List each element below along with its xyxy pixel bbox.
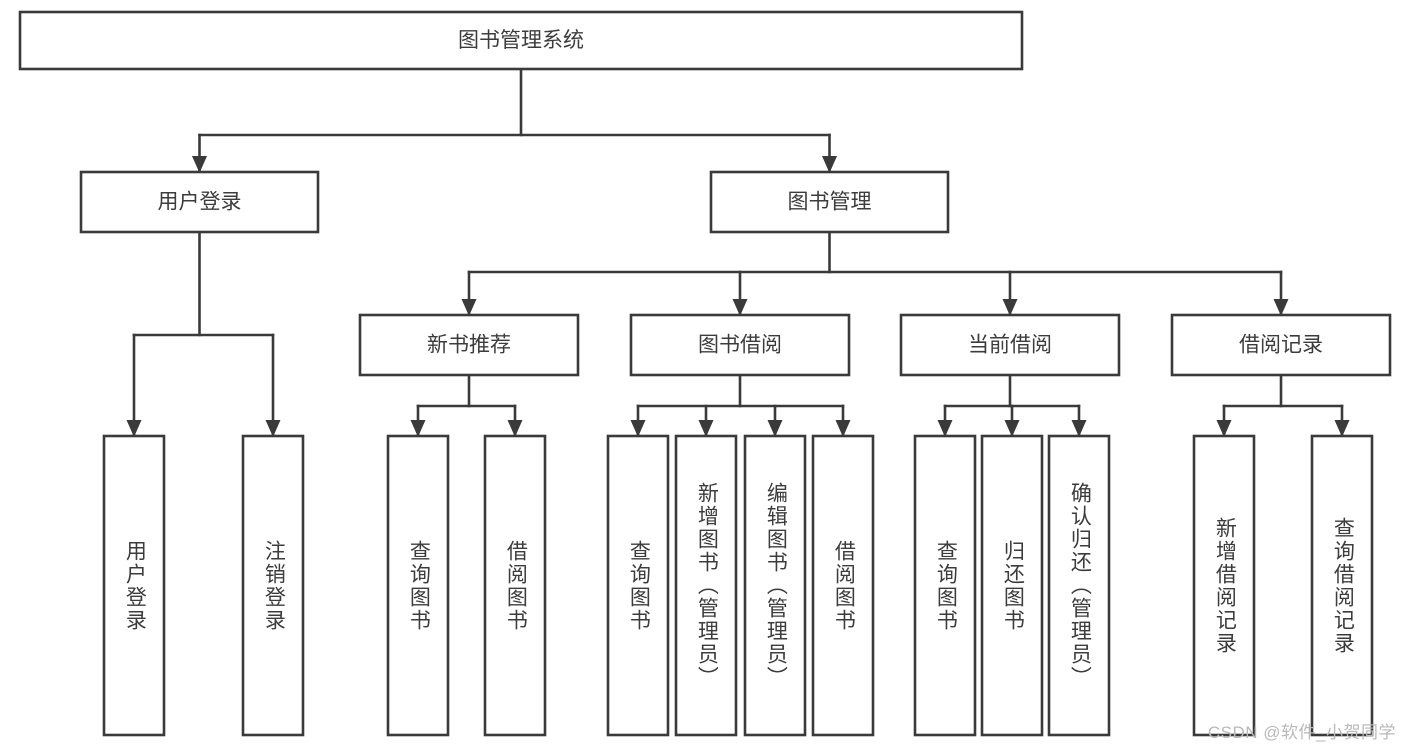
arrow-head-icon <box>822 156 837 173</box>
node-box-leaf-query-book-1[interactable] <box>386 434 450 737</box>
arrow-head-icon <box>732 299 748 316</box>
arrow-head-icon <box>767 420 783 437</box>
node-box-leaf-add-book[interactable] <box>674 434 738 737</box>
arrow-head-icon <box>1071 420 1087 437</box>
connectors-layer <box>126 67 1350 437</box>
node-label-new-book-rec: 新书推荐 <box>427 334 511 357</box>
node-label-book-borrow: 图书借阅 <box>698 334 782 357</box>
arrow-head-icon <box>126 420 142 437</box>
node-box-leaf-borrow-book-2[interactable] <box>811 434 875 737</box>
node-box-book-manage[interactable] <box>709 170 950 234</box>
arrow-head-icon <box>835 420 851 437</box>
node-box-book-borrow[interactable] <box>629 313 851 377</box>
arrow-head-icon <box>1273 299 1289 316</box>
node-box-leaf-query-book-2[interactable] <box>606 434 670 737</box>
arrow-head-icon <box>461 299 477 316</box>
node-box-new-book-rec[interactable] <box>358 313 580 377</box>
arrow-head-icon <box>410 420 426 437</box>
node-label-current-borrow: 当前借阅 <box>968 334 1052 357</box>
node-box-user-login[interactable] <box>79 170 320 234</box>
arrow-head-icon <box>265 420 281 437</box>
arrow-head-icon <box>1004 420 1020 437</box>
node-box-leaf-user-logout[interactable] <box>241 434 305 737</box>
arrow-head-icon <box>698 420 714 437</box>
node-box-leaf-user-login[interactable] <box>102 434 166 737</box>
node-box-root[interactable] <box>18 10 1024 71</box>
arrow-head-icon <box>1334 420 1350 437</box>
node-box-leaf-edit-book[interactable] <box>743 434 807 737</box>
node-box-leaf-return-book[interactable] <box>980 434 1044 737</box>
node-box-borrow-record[interactable] <box>1170 313 1392 377</box>
node-box-leaf-confirm-return[interactable] <box>1047 434 1111 737</box>
arrow-head-icon <box>630 420 646 437</box>
node-box-leaf-add-record[interactable] <box>1192 434 1256 737</box>
node-label-user-login: 用户登录 <box>158 191 242 214</box>
node-label-root: 图书管理系统 <box>458 29 584 52</box>
arrow-head-icon <box>1002 299 1018 316</box>
node-box-leaf-query-book-3[interactable] <box>913 434 977 737</box>
node-box-leaf-query-record[interactable] <box>1310 434 1374 737</box>
arrow-head-icon <box>192 156 207 173</box>
node-label-borrow-record: 借阅记录 <box>1239 334 1323 357</box>
watermark-credit: CSDN @软件_小贺同学 <box>1207 723 1396 742</box>
arrow-head-icon <box>507 420 523 437</box>
arrow-head-icon <box>937 420 953 437</box>
node-box-current-borrow[interactable] <box>899 313 1121 377</box>
boxes-layer <box>18 10 1392 737</box>
arrow-head-icon <box>1216 420 1232 437</box>
node-box-leaf-borrow-book-1[interactable] <box>483 434 547 737</box>
node-label-book-manage: 图书管理 <box>788 191 872 214</box>
